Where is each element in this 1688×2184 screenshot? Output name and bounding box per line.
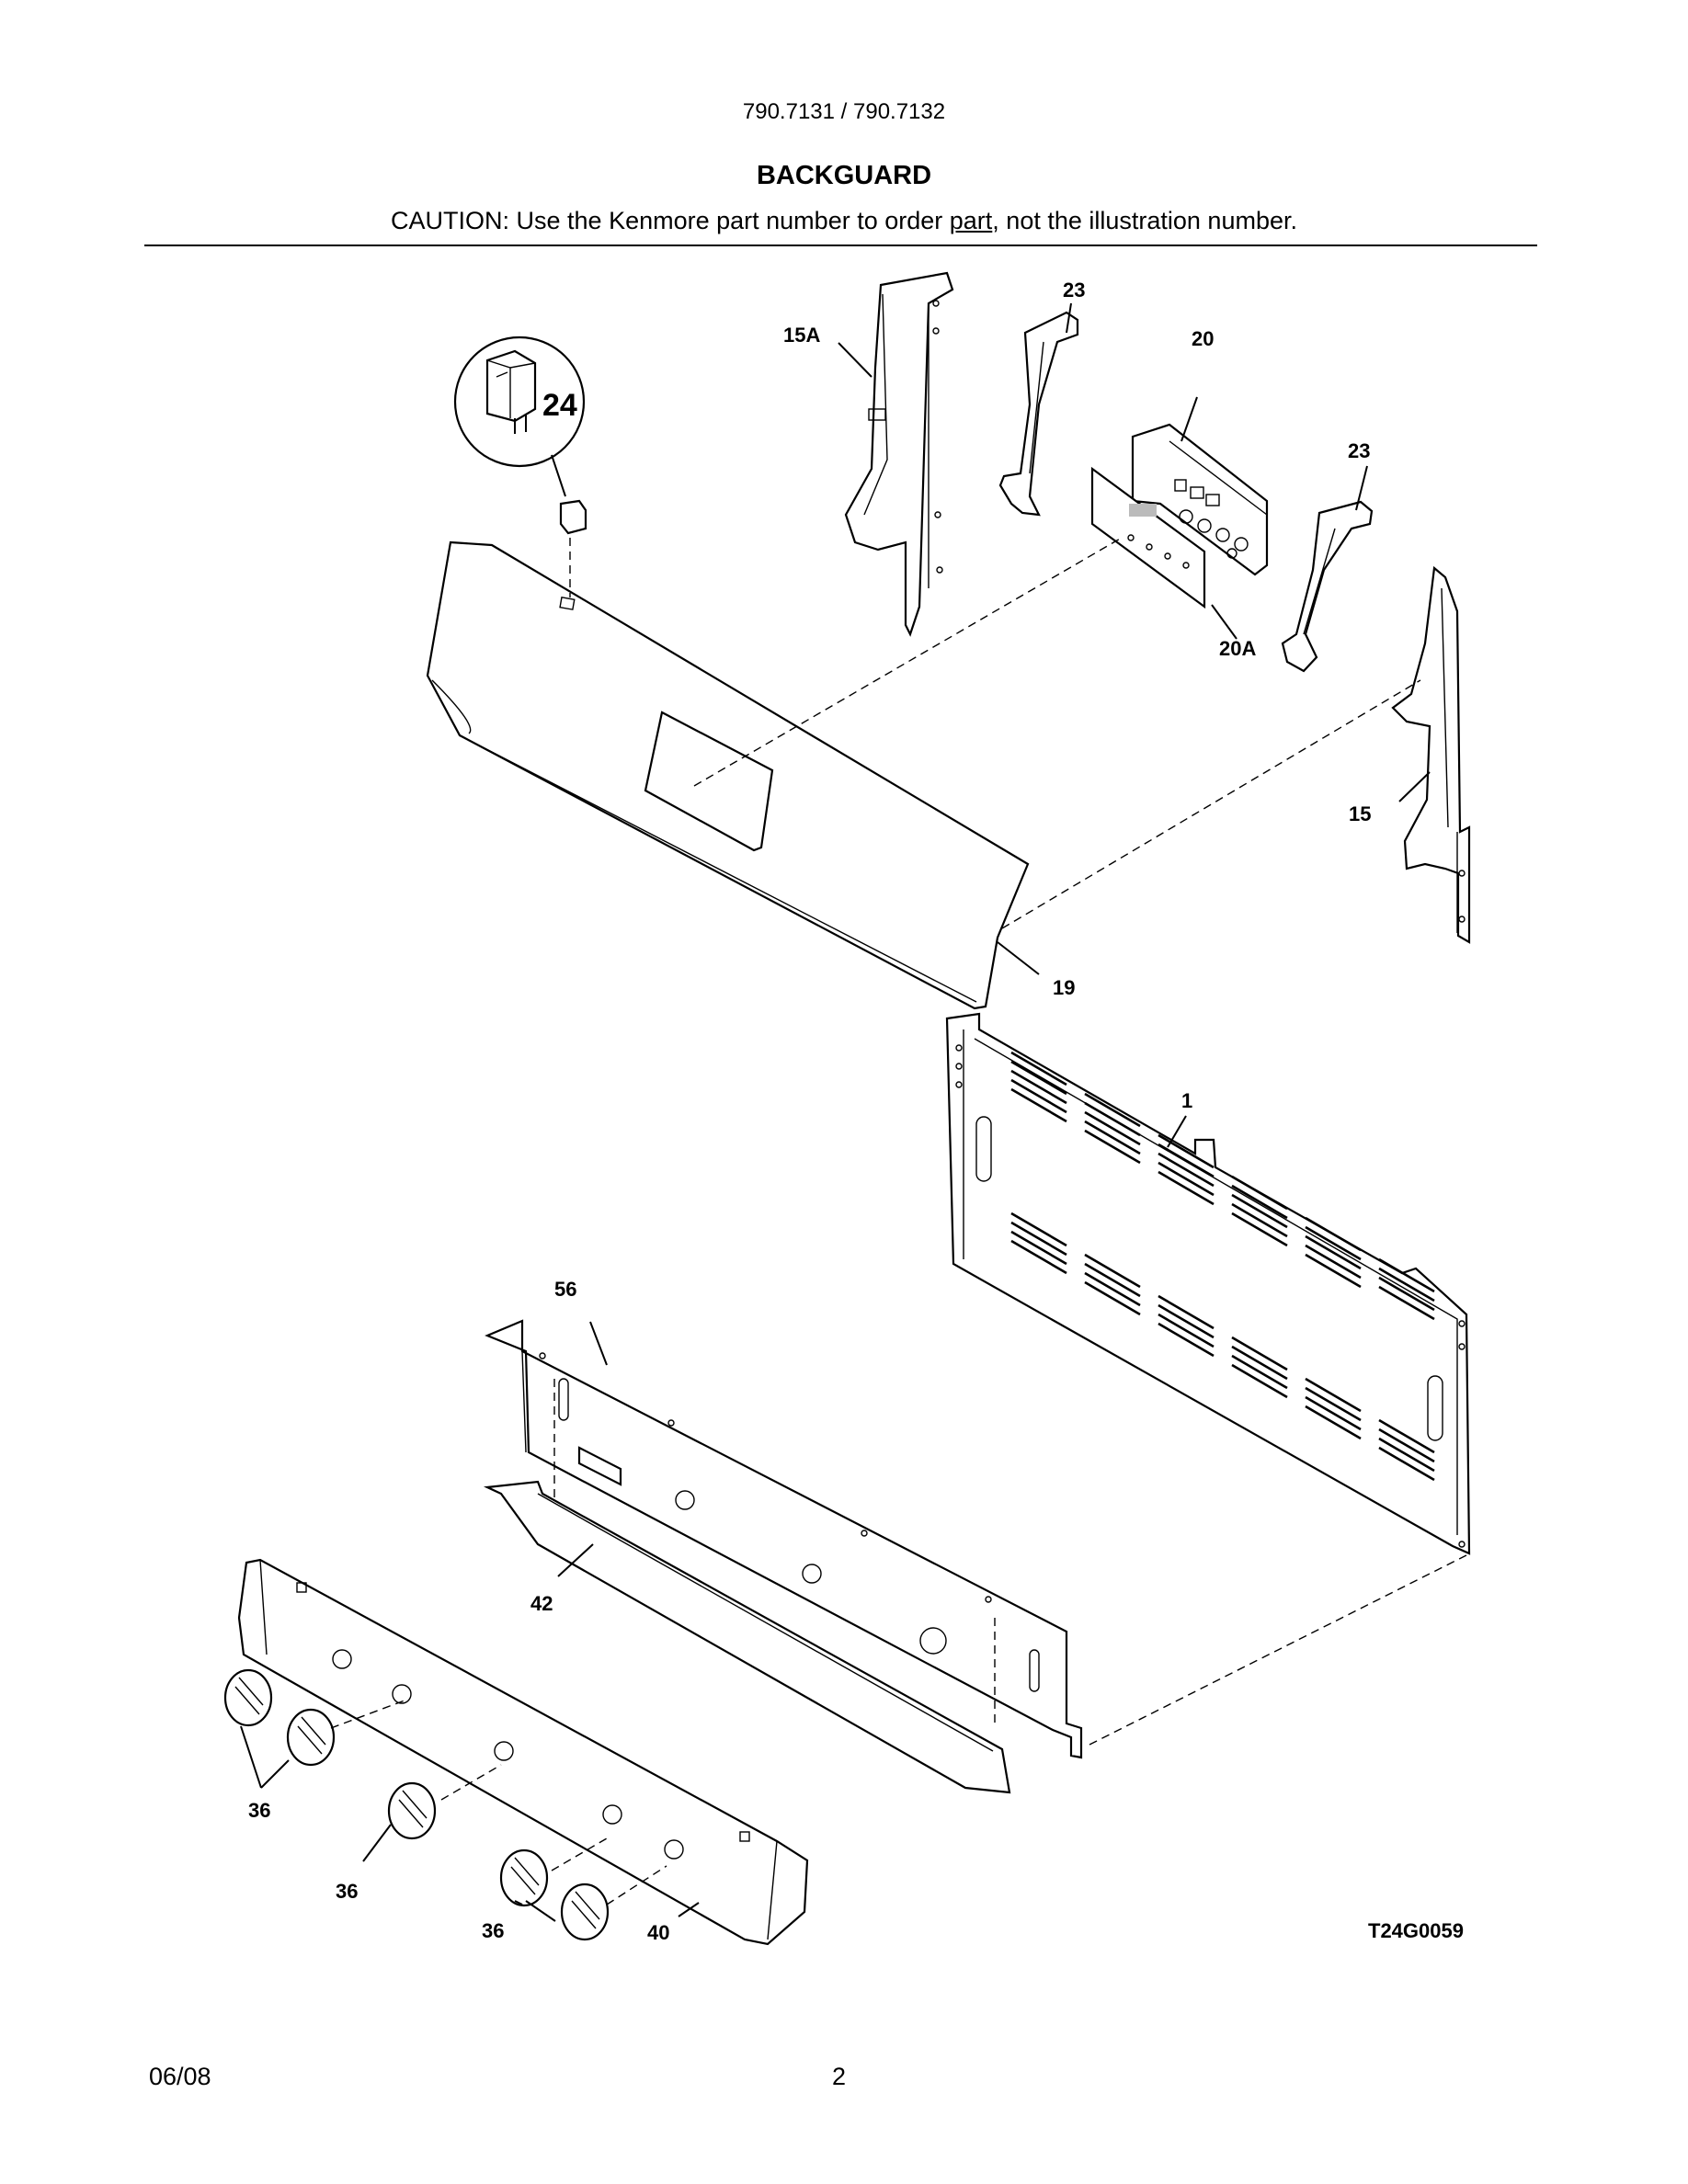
caution-note: CAUTION: Use the Kenmore part number to … [0,207,1688,235]
manifold-panel-part [485,1319,1083,1759]
revision-date: 06/08 [149,2063,211,2090]
lower-clip-part [1281,500,1374,673]
header-rule [144,245,1537,246]
knob [286,1708,336,1767]
knob [387,1781,437,1840]
manifold-cover-part [237,1558,809,1946]
model-numbers: 790.7131 / 790.7132 [742,99,946,124]
knob [499,1848,549,1907]
assembly-lines [330,537,1467,1905]
callout-19: 19 [1053,976,1075,999]
callout-42: 42 [530,1592,553,1615]
callout-36-left: 36 [248,1799,270,1822]
caution-prefix: CAUTION: Use the Kenmore part number to … [391,207,950,234]
callout-15a: 15A [783,324,820,347]
knobs-part [223,1668,610,1941]
callout-56: 56 [554,1278,576,1301]
knob [560,1883,610,1941]
right-end-bracket-part [1391,565,1471,944]
callout-23-upper: 23 [1063,279,1085,301]
callout-1: 1 [1181,1089,1192,1112]
caution-underlined-word: part [949,207,993,234]
control-board-part [1131,423,1269,576]
trim-strip-part [483,1480,1011,1794]
caution-suffix: , not the illustration number. [992,207,1297,234]
callout-24-text: 24 [542,388,577,423]
left-end-bracket-part [844,271,954,637]
callout-36-middle: 36 [336,1880,358,1903]
callout-40: 40 [647,1921,669,1944]
callout-20a: 20A [1219,637,1256,660]
callout-15: 15 [1349,802,1371,825]
callout-36-right: 36 [482,1919,504,1942]
drawing-code: T24G0059 [1368,1919,1464,1942]
callout-20: 20 [1192,327,1214,350]
rocker-switch-part [453,336,587,597]
callout-23-lower: 23 [1348,439,1370,462]
leader-lines [240,302,1431,1922]
page-number: 2 [832,2063,847,2090]
upper-clip-part [998,311,1079,517]
knob [223,1668,273,1727]
vent-slots [1010,1051,1435,1482]
rear-panel-part [945,1012,1471,1555]
control-panel-part [426,540,1030,1010]
overlay-part [1090,466,1206,609]
callout-24: 24 [542,388,577,423]
section-title: BACKGUARD [756,161,932,190]
